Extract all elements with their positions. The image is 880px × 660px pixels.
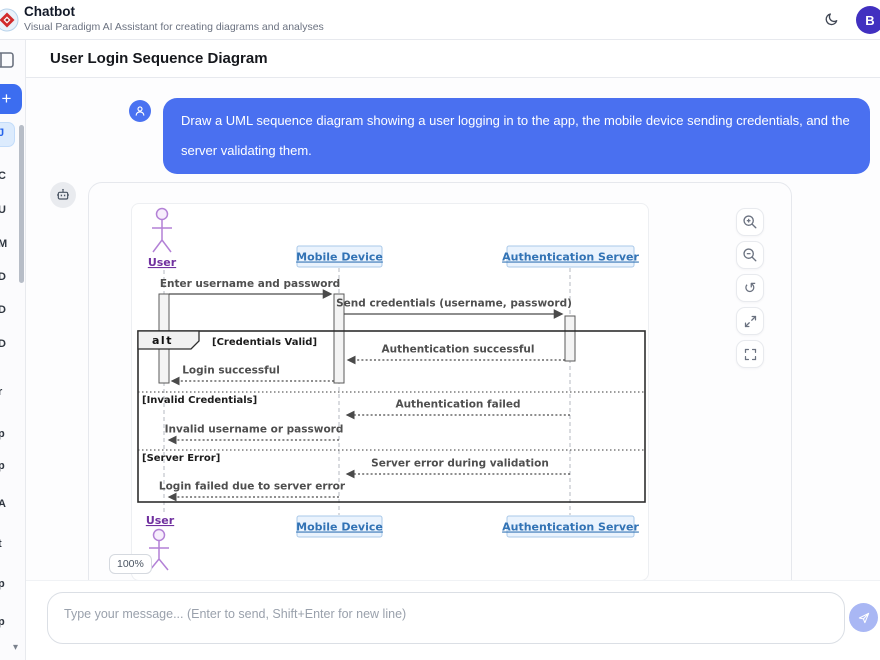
actor-user-label-top: User: [148, 256, 177, 269]
sidebar: + J C U M D D D r p p A t p p ▾: [0, 40, 26, 660]
message-label: Authentication failed: [395, 399, 520, 411]
sidebar-item[interactable]: p: [0, 428, 12, 440]
actor-user-label-bottom: User: [146, 514, 175, 527]
user-profile-avatar[interactable]: B: [856, 6, 880, 34]
sidebar-item-active[interactable]: [0, 122, 15, 147]
app-title: Chatbot: [24, 4, 75, 19]
message-label: Send credentials (username, password): [336, 298, 572, 310]
zoom-out-icon: [743, 248, 757, 262]
user-message-bubble: Draw a UML sequence diagram showing a us…: [163, 98, 870, 174]
send-button[interactable]: [849, 603, 878, 632]
app-subtitle: Visual Paradigm AI Assistant for creatin…: [24, 21, 324, 33]
sidebar-item[interactable]: D: [0, 338, 12, 350]
user-message-avatar: [129, 100, 151, 122]
participant-server-label-bottom: Authentication Server: [502, 521, 639, 534]
sidebar-item[interactable]: p: [0, 578, 12, 590]
message-label: Login failed due to server error: [159, 481, 346, 493]
sidebar-item[interactable]: D: [0, 304, 12, 316]
participant-server-box-bottom: [506, 515, 635, 538]
diagram-controls: ↺: [736, 208, 764, 373]
zoom-out-button[interactable]: [736, 241, 764, 269]
participant-server-box-top: [506, 245, 635, 268]
reset-icon: ↺: [743, 279, 757, 297]
moon-icon: [825, 12, 838, 25]
sidebar-toggle-icon[interactable]: [0, 52, 14, 68]
alt-operator-pentagon: [137, 330, 200, 350]
fullscreen-icon: [744, 348, 756, 360]
sidebar-scrollbar[interactable]: [19, 125, 24, 283]
message-label: Login successful: [182, 365, 280, 377]
guard-label: [Credentials Valid]: [212, 337, 317, 348]
app-header: Chatbot Visual Paradigm AI Assistant for…: [0, 0, 880, 40]
send-icon: [858, 612, 869, 623]
alt-operator-label: alt: [152, 334, 173, 347]
message-label: Enter username and password: [160, 278, 340, 290]
zoom-in-icon: [743, 215, 757, 229]
person-icon: [135, 106, 145, 116]
sidebar-item[interactable]: t: [0, 538, 12, 550]
message-label: Server error during validation: [371, 458, 549, 470]
participant-mobile-box-top: [296, 245, 383, 268]
message-input-section: [26, 580, 880, 660]
guard-label: [Invalid Credentials]: [142, 395, 257, 406]
assistant-diagram-card: User Mobile Device Authentication Server…: [88, 182, 792, 580]
message-input-box: [47, 592, 845, 644]
participant-mobile-label-top: Mobile Device: [296, 251, 383, 264]
guard-label: [Server Error]: [142, 453, 220, 464]
robot-icon: [57, 188, 69, 200]
sidebar-item[interactable]: U: [0, 204, 12, 216]
sequence-diagram: User Mobile Device Authentication Server…: [137, 207, 646, 571]
reset-zoom-button[interactable]: ↺: [736, 274, 764, 302]
sidebar-item[interactable]: p: [0, 616, 12, 628]
sidebar-item[interactable]: J: [0, 127, 12, 139]
fullscreen-button[interactable]: [736, 340, 764, 368]
message-label: Invalid username or password: [165, 424, 344, 436]
assistant-avatar: [50, 182, 76, 208]
new-chat-button[interactable]: +: [0, 84, 22, 114]
alt-fragment-frame: [137, 330, 646, 503]
participant-mobile-label-bottom: Mobile Device: [296, 521, 383, 534]
sidebar-item[interactable]: r: [0, 386, 12, 398]
conversation-titlebar: User Login Sequence Diagram: [26, 40, 880, 78]
message-input[interactable]: [48, 593, 844, 643]
page-title: User Login Sequence Diagram: [50, 50, 268, 67]
activation-mobile: [333, 293, 345, 384]
dark-mode-toggle[interactable]: [822, 10, 842, 30]
sidebar-scroll-down-icon[interactable]: ▾: [13, 642, 19, 653]
expand-icon: [744, 315, 756, 327]
sidebar-item[interactable]: C: [0, 170, 12, 182]
participant-mobile-box-bottom: [296, 515, 383, 538]
activation-server: [564, 315, 576, 362]
sidebar-item[interactable]: A: [0, 498, 12, 510]
actor-user-figure-bottom: [149, 528, 169, 571]
actor-user-figure-top: [152, 207, 172, 253]
zoom-in-button[interactable]: [736, 208, 764, 236]
sidebar-item[interactable]: p: [0, 460, 12, 472]
chat-scroll-area[interactable]: Draw a UML sequence diagram showing a us…: [26, 78, 880, 580]
zoom-level-badge: 100%: [109, 554, 152, 574]
expand-button[interactable]: [736, 307, 764, 335]
diagram-canvas[interactable]: User Mobile Device Authentication Server…: [131, 203, 649, 580]
sidebar-item[interactable]: D: [0, 271, 12, 283]
message-label: Authentication successful: [381, 344, 534, 356]
sidebar-item[interactable]: M: [0, 238, 12, 250]
participant-server-label-top: Authentication Server: [502, 251, 639, 264]
visual-paradigm-logo-icon: [0, 8, 19, 32]
